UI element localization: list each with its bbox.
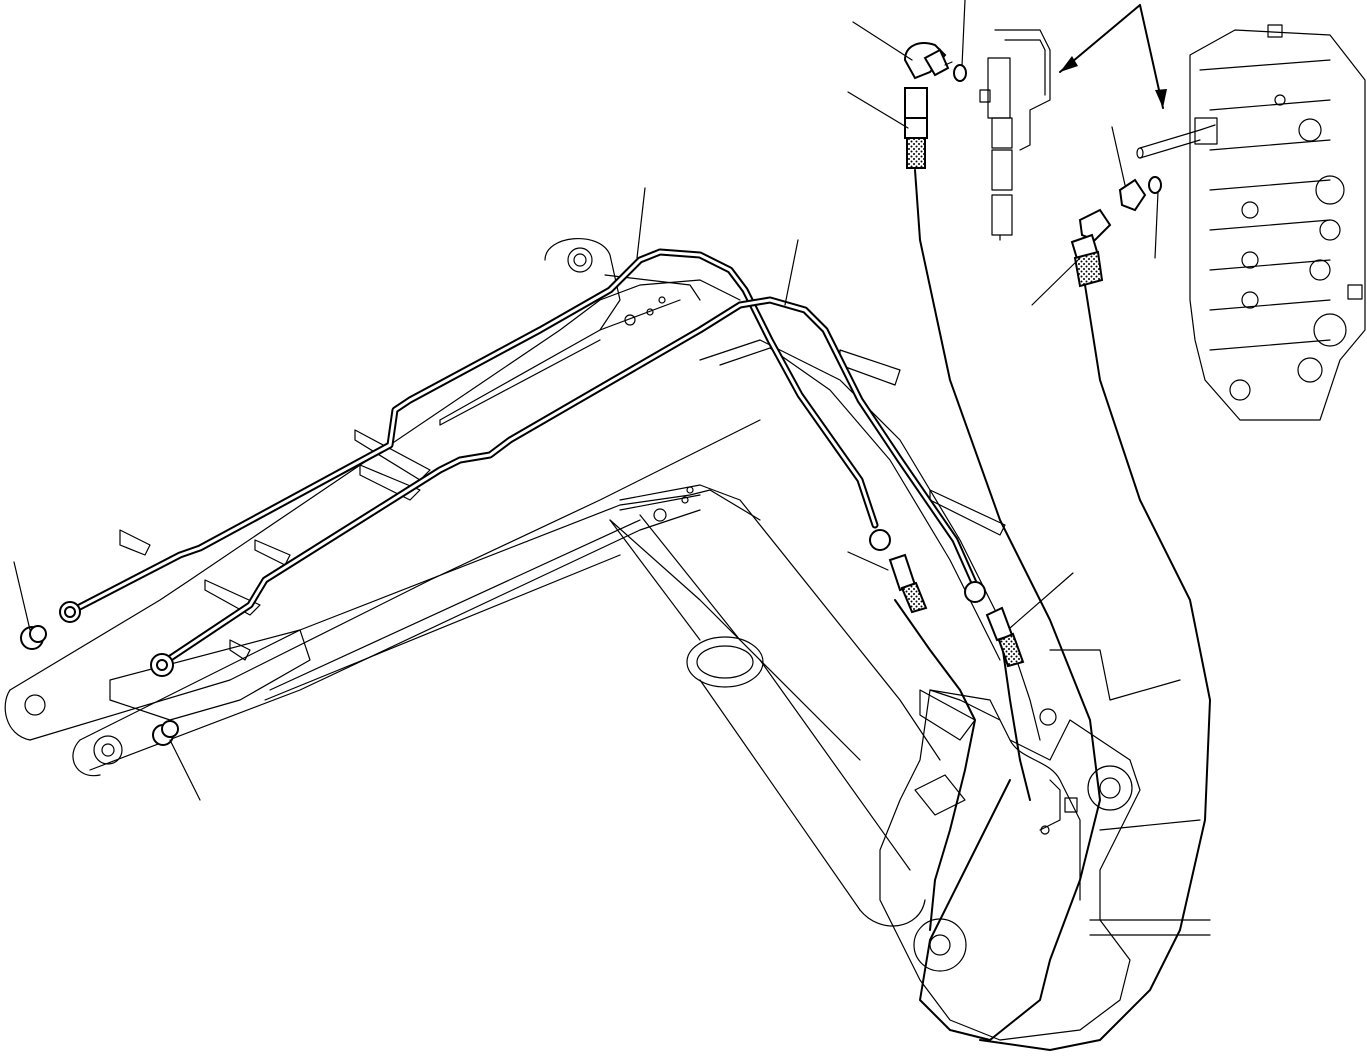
hose-lines (894, 169, 1211, 1051)
control-valve (1136, 24, 1366, 421)
elbow-fitting-top (903, 42, 967, 82)
boom-structure (4, 237, 1211, 1041)
hose-end-top (904, 87, 928, 169)
plug-fitting-left (20, 625, 47, 650)
plug-fitting-lower (152, 720, 179, 746)
hose-fitting-right (964, 581, 1025, 668)
steel-pipe-b (156, 296, 979, 669)
hose-fitting-center (869, 529, 928, 614)
hose-end-right (1070, 233, 1104, 288)
pipe-nut-left-a (59, 601, 81, 623)
elbow-fitting-right (1078, 176, 1162, 242)
steel-pipe-a (66, 248, 879, 616)
callout-leaders (13, 0, 1167, 801)
swivel-joint (979, 29, 1051, 241)
pipe-nut-left-b (150, 653, 174, 677)
